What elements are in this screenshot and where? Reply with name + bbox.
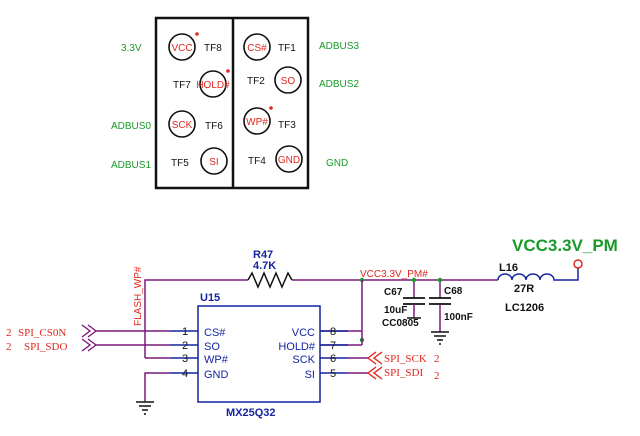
port-arrow-sdi <box>366 366 383 380</box>
port-page-cs: 2 <box>6 327 12 339</box>
pin-number: 4 <box>182 368 188 380</box>
pin1-dot <box>195 32 199 36</box>
pin-name: SI <box>305 369 315 381</box>
port-page-sck: 2 <box>434 353 440 365</box>
tp-label-tf6: TF6 <box>205 121 223 132</box>
port-name-sdi: SPI_SDI <box>384 367 423 379</box>
vcc-net-label: VCC3.3V_PM# <box>360 269 428 280</box>
tp-label-tf4: TF4 <box>248 156 266 167</box>
tp-label-tf7: TF7 <box>173 80 191 91</box>
port-arrow-sdo <box>81 338 98 352</box>
pin-number: 1 <box>182 326 188 338</box>
pad-label-hold: HOLD# <box>196 80 230 91</box>
l16-package: LC1206 <box>505 302 544 314</box>
wire-wp-pullup <box>144 279 248 358</box>
pad-label-wp: WP# <box>246 117 268 128</box>
pad-wp <box>243 107 271 135</box>
pin-dot <box>226 69 230 73</box>
pin-number: 3 <box>182 353 188 365</box>
tp-label-tf8: TF8 <box>204 43 222 54</box>
footprint: VCC CS# HOLD# SO SCK WP# SI GND TF8 TF1 … <box>111 16 359 190</box>
pin-name: HOLD# <box>278 341 316 353</box>
pad-label-si: SI <box>209 157 218 168</box>
ground-symbol <box>431 331 449 345</box>
port-name-sdo: SPI_SDO <box>24 341 67 353</box>
r47-value: 4.7K <box>253 260 276 272</box>
c67-value: 10uF <box>384 305 407 316</box>
pad-label-cs: CS# <box>247 43 267 54</box>
pad-gnd <box>275 145 303 173</box>
net-label-adbus0: ADBUS0 <box>111 121 151 132</box>
pad-label-so: SO <box>281 76 296 87</box>
r47-ref: R47 <box>253 249 273 261</box>
pin-name: GND <box>204 369 229 381</box>
u15-ref: U15 <box>200 292 220 304</box>
net-label-gnd: GND <box>326 158 348 169</box>
junction-dot <box>437 277 443 283</box>
l16-ref: L16 <box>499 262 518 274</box>
wire-vcc-hold <box>320 280 363 332</box>
pad-vcc <box>168 33 196 61</box>
pin-number: 6 <box>330 353 336 365</box>
pad-label-gnd: GND <box>278 155 300 166</box>
tp-label-tf1: TF1 <box>278 43 296 54</box>
pad-cs <box>243 33 271 61</box>
flash-wp-net-label: FLASH_WP# <box>133 266 144 326</box>
c67-package: CC0805 <box>382 318 419 329</box>
pad-label-vcc: VCC <box>171 43 192 54</box>
pin-name: WP# <box>204 354 229 366</box>
chip-u15 <box>197 305 321 403</box>
schematic: VCC3.3V_PM R47 4.7K FLASH_WP# VCC3.3V_PM… <box>6 236 618 419</box>
u15-part: MX25Q32 <box>226 407 276 419</box>
pin-name: SCK <box>292 354 315 366</box>
port-name-cs: SPI_CS0N <box>18 327 66 339</box>
power-label: VCC3.3V_PM <box>512 236 618 255</box>
pad-sck <box>168 110 196 138</box>
port-page-sdo: 2 <box>6 341 12 353</box>
pin-number: 8 <box>330 326 336 338</box>
port-name-sck: SPI_SCK <box>384 353 427 365</box>
resistor-r47 <box>247 271 293 289</box>
capacitor-c67 <box>403 297 425 305</box>
pin-number: 7 <box>330 340 336 352</box>
tp-label-tf3: TF3 <box>278 120 296 131</box>
pad-so <box>274 66 302 94</box>
port-page-sdi: 2 <box>434 370 440 382</box>
pin-number: 5 <box>330 368 336 380</box>
tp-label-tf5: TF5 <box>171 158 189 169</box>
pin-name: VCC <box>292 327 315 339</box>
net-label-3v3: 3.3V <box>121 43 142 54</box>
port-arrow-sck <box>366 351 383 365</box>
net-label-adbus2: ADBUS2 <box>319 79 359 90</box>
pin-number: 2 <box>182 340 188 352</box>
ground-symbol <box>136 401 154 415</box>
pad-label-sck: SCK <box>172 120 193 131</box>
junction-dot <box>411 277 417 283</box>
pad-hold <box>199 70 227 98</box>
pin-name: CS# <box>204 327 226 339</box>
c68-ref: C68 <box>444 286 463 297</box>
net-label-adbus1: ADBUS1 <box>111 160 151 171</box>
capacitor-c68 <box>429 297 451 305</box>
net-label-adbus3: ADBUS3 <box>319 41 359 52</box>
c67-ref: C67 <box>384 287 403 298</box>
pin-name: SO <box>204 341 220 353</box>
l16-value: 27R <box>514 283 534 295</box>
power-terminal <box>573 259 583 269</box>
pin-dot <box>269 106 273 110</box>
tp-label-tf2: TF2 <box>247 76 265 87</box>
port-arrow-cs <box>81 324 98 338</box>
pad-si <box>200 147 228 175</box>
c68-value: 100nF <box>444 312 473 323</box>
wire-gnd <box>144 372 170 402</box>
inductor-l16 <box>497 268 579 281</box>
